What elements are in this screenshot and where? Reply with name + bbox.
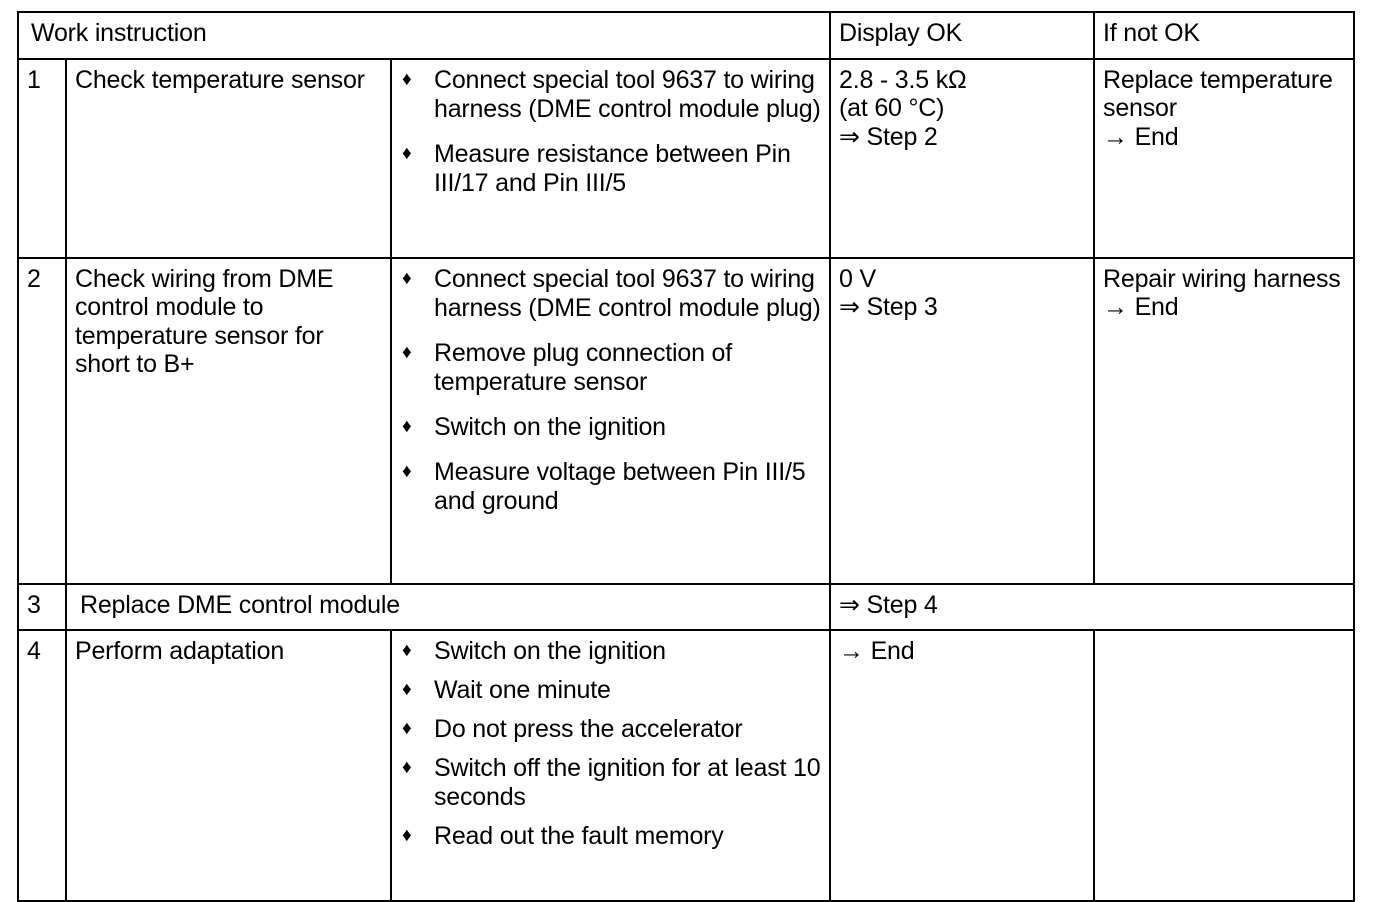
list-item: ♦ Read out the fault memory (400, 822, 821, 851)
list-item-text: Switch off the ignition for at least 10 … (434, 754, 821, 811)
list-item-text: Read out the fault memory (434, 822, 724, 850)
diamond-bullet-icon: ♦ (402, 825, 412, 846)
task-description: Perform adaptation (65, 629, 392, 902)
display-ok-line: 2.8 - 3.5 kΩ (839, 65, 967, 94)
detail-list-cell: ♦ Connect special tool 9637 to wiring ha… (389, 57, 832, 259)
list-item: ♦ Measure voltage between Pin III/5 and … (400, 458, 821, 516)
detail-bullet-list: ♦ Connect special tool 9637 to wiring ha… (400, 265, 821, 516)
header-work-instruction: Work instruction (16, 11, 832, 60)
table-row: 3 Replace DME control module ⇒ Step 4 (17, 582, 1356, 631)
list-item: ♦ Do not press the accelerator (400, 715, 821, 744)
step-number: 2 (17, 256, 67, 585)
list-item-text: Measure resistance between Pin III/17 an… (434, 139, 791, 197)
table-row: 2 Check wiring from DME control module t… (17, 256, 1356, 585)
list-item: ♦ Switch on the ignition (400, 413, 821, 442)
if-not-ok-cell: Replace temperature sensor → End (1093, 57, 1356, 259)
list-item: ♦ Connect special tool 9637 to wiring ha… (400, 66, 821, 124)
display-ok-next-step: → End (839, 637, 915, 665)
list-item-text: Measure voltage between Pin III/5 and gr… (434, 457, 806, 515)
header-if-not-ok: If not OK (1093, 11, 1356, 60)
diamond-bullet-icon: ♦ (402, 679, 412, 700)
diamond-bullet-icon: ♦ (402, 68, 412, 90)
list-item-text: Wait one minute (434, 676, 611, 704)
display-ok-cell: 0 V ⇒ Step 3 (829, 256, 1096, 585)
header-display-ok: Display OK (829, 11, 1096, 60)
list-item-text: Connect special tool 9637 to wiring harn… (434, 264, 821, 322)
detail-list-cell: ♦ Switch on the ignition ♦ Wait one minu… (389, 629, 832, 902)
diamond-bullet-icon: ♦ (402, 415, 412, 437)
list-item-text: Switch on the ignition (434, 637, 666, 665)
step-number: 1 (17, 57, 67, 259)
list-item: ♦ Switch on the ignition (400, 637, 821, 666)
detail-bullet-list: ♦ Connect special tool 9637 to wiring ha… (400, 66, 821, 198)
task-description: Check temperature sensor (65, 57, 392, 259)
diamond-bullet-icon: ♦ (402, 757, 412, 778)
if-not-ok-action: Replace temperature sensor (1103, 65, 1333, 123)
diamond-bullet-icon: ♦ (402, 718, 412, 739)
if-not-ok-next-step: → End (1103, 293, 1179, 321)
list-item: ♦ Remove plug connection of temperature … (400, 339, 821, 397)
list-item-text: Switch on the ignition (434, 412, 666, 441)
list-item-text: Do not press the accelerator (434, 715, 743, 743)
task-description: Replace DME control module (64, 582, 832, 631)
list-item-text: Connect special tool 9637 to wiring harn… (434, 65, 821, 123)
list-item: ♦ Connect special tool 9637 to wiring ha… (400, 265, 821, 323)
task-description: Check wiring from DME control module to … (65, 256, 392, 585)
diamond-bullet-icon: ♦ (402, 142, 412, 164)
list-item: ♦ Switch off the ignition for at least 1… (400, 754, 821, 812)
if-not-ok-next-step: → End (1103, 122, 1179, 151)
merged-result-next-step: ⇒ Step 4 (829, 582, 1356, 631)
display-ok-next-step: ⇒ Step 3 (839, 293, 938, 321)
detail-bullet-list: ♦ Switch on the ignition ♦ Wait one minu… (400, 637, 821, 851)
display-ok-cell: 2.8 - 3.5 kΩ (at 60 °C) ⇒ Step 2 (829, 57, 1096, 259)
table-row: 4 Perform adaptation ♦ Switch on the ign… (17, 629, 1356, 902)
display-ok-cell: → End (829, 629, 1096, 902)
if-not-ok-action: Repair wiring harness (1103, 264, 1341, 293)
diamond-bullet-icon: ♦ (402, 640, 412, 661)
display-ok-line: 0 V (839, 264, 876, 293)
detail-list-cell: ♦ Connect special tool 9637 to wiring ha… (389, 256, 832, 585)
diamond-bullet-icon: ♦ (402, 267, 412, 289)
step-number: 3 (17, 582, 67, 631)
if-not-ok-cell (1093, 629, 1356, 902)
display-ok-line: (at 60 °C) (839, 94, 945, 122)
if-not-ok-cell: Repair wiring harness → End (1093, 256, 1356, 585)
work-instruction-table: Work instruction Display OK If not OK 1 … (16, 11, 1356, 902)
diamond-bullet-icon: ♦ (402, 341, 412, 363)
diamond-bullet-icon: ♦ (402, 460, 412, 482)
display-ok-next-step: ⇒ Step 2 (839, 122, 938, 151)
list-item-text: Remove plug connection of temperature se… (434, 338, 732, 396)
table-row: 1 Check temperature sensor ♦ Connect spe… (17, 57, 1356, 259)
list-item: ♦ Measure resistance between Pin III/17 … (400, 140, 821, 198)
list-item: ♦ Wait one minute (400, 676, 821, 705)
table-header-row: Work instruction Display OK If not OK (16, 11, 1356, 60)
step-number: 4 (17, 629, 67, 902)
